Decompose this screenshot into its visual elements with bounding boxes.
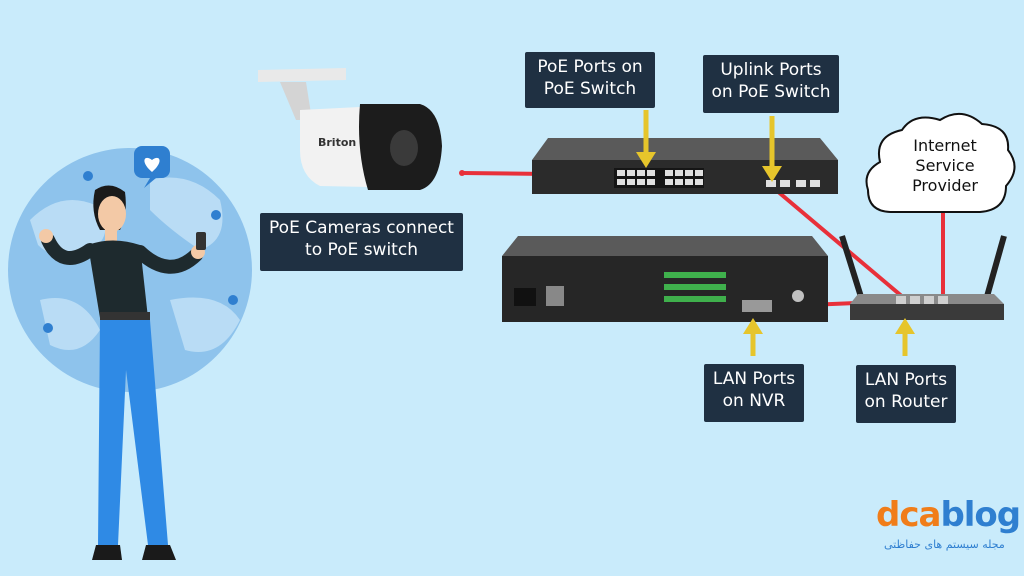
label-line: Uplink Ports bbox=[720, 60, 822, 80]
poe-switch bbox=[532, 138, 838, 194]
pointer-arrows bbox=[636, 110, 915, 356]
label-line: to PoE switch bbox=[305, 240, 418, 260]
poe-ports-label: PoE Ports on PoE Switch bbox=[525, 52, 655, 108]
cable-end bbox=[459, 170, 465, 176]
lan-router-label: LAN Ports on Router bbox=[856, 365, 956, 423]
dcablog-logo: dcablog bbox=[876, 495, 1021, 535]
router bbox=[839, 235, 1007, 320]
label-line: PoE Ports on bbox=[537, 57, 643, 77]
isp-label: Internet Service Provider bbox=[890, 136, 1000, 196]
label-line: Service bbox=[915, 156, 975, 175]
cameras-label: PoE Cameras connect to PoE switch bbox=[260, 213, 463, 271]
label-line: LAN Ports bbox=[864, 370, 948, 390]
label-line: on NVR bbox=[722, 391, 786, 411]
label-line: on Router bbox=[864, 392, 948, 412]
isp-cloud bbox=[865, 113, 1016, 213]
heart-bubble-icon bbox=[134, 146, 170, 188]
label-line: PoE Cameras connect bbox=[269, 218, 454, 238]
woman-illustration bbox=[39, 185, 206, 560]
label-line: on PoE Switch bbox=[711, 82, 831, 102]
label-line: LAN Ports bbox=[712, 369, 796, 389]
logo-part2: blog bbox=[940, 495, 1021, 535]
uplink-ports-label: Uplink Ports on PoE Switch bbox=[703, 55, 839, 113]
nvr-recorder bbox=[502, 236, 828, 322]
label-line: Provider bbox=[912, 176, 978, 195]
bullet-camera bbox=[258, 68, 442, 190]
lan-nvr-label: LAN Ports on NVR bbox=[704, 364, 804, 422]
camera-brand: Briton bbox=[318, 136, 357, 149]
logo-tagline: مجله سیستم های حفاظتی bbox=[884, 538, 1005, 551]
label-line: Internet bbox=[913, 136, 977, 155]
logo-part1: dca bbox=[876, 495, 941, 535]
label-line: PoE Switch bbox=[543, 79, 637, 99]
